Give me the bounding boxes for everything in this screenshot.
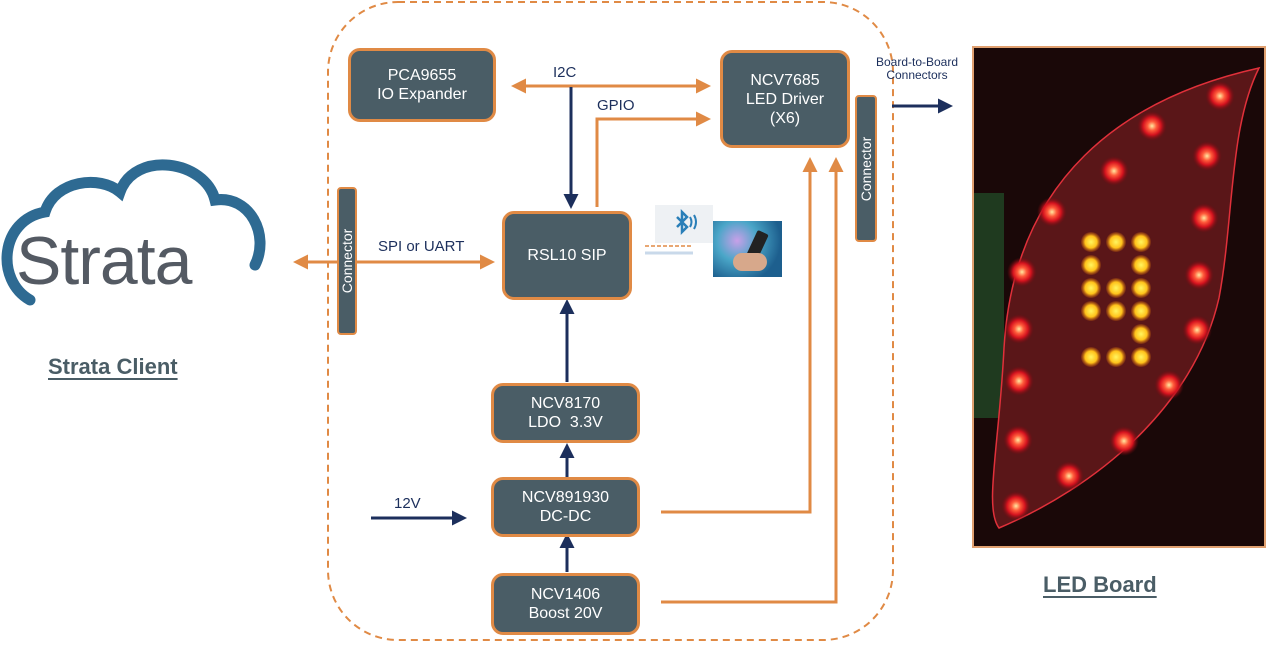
red-led xyxy=(1001,491,1031,521)
rsl10-label: RSL10 SIP xyxy=(527,247,607,264)
red-led xyxy=(1099,156,1129,186)
amber-led xyxy=(1131,232,1151,252)
amber-led xyxy=(1081,232,1101,252)
red-led xyxy=(1109,426,1139,456)
dcdc-block: NCV891930 DC-DC xyxy=(491,477,640,537)
amber-led xyxy=(1106,278,1126,298)
led-board-photo xyxy=(972,46,1266,548)
red-led xyxy=(1137,111,1167,141)
led-driver-part: NCV7685 xyxy=(750,71,820,89)
dcdc-desc: DC-DC xyxy=(539,508,592,525)
bluetooth-icon xyxy=(655,205,713,243)
gpio-label: GPIO xyxy=(597,97,635,114)
board-to-board-label: Board-to-Board Connectors xyxy=(860,56,974,82)
io-expander-desc: IO Expander xyxy=(377,86,467,103)
ldo-desc: LDO 3.3V xyxy=(528,414,603,431)
dcdc-part: NCV891930 xyxy=(521,489,610,506)
amber-led xyxy=(1131,255,1151,275)
boost-block: NCV1406 Boost 20V xyxy=(491,573,640,635)
red-led xyxy=(1004,366,1034,396)
board-to-board-label-line2: Connectors xyxy=(886,68,948,82)
red-led xyxy=(1003,425,1033,455)
left-connector-label: Connector xyxy=(339,228,355,294)
io-expander-block: PCA9655 IO Expander xyxy=(348,48,496,122)
led-board-caption: LED Board xyxy=(1043,572,1157,597)
pcb-edge xyxy=(974,193,1004,418)
ldo-part: NCV8170 xyxy=(530,395,601,412)
boost-to-led-driver-line xyxy=(661,157,844,604)
dcdc-to-led-driver-line xyxy=(661,157,818,514)
red-led xyxy=(1154,370,1184,400)
red-led xyxy=(1205,81,1235,111)
leaf-shaped-pcb xyxy=(991,66,1261,529)
i2c-label: I2C xyxy=(553,64,577,81)
red-led xyxy=(1007,257,1037,287)
amber-led xyxy=(1106,232,1126,252)
boost-part: NCV1406 xyxy=(530,586,601,603)
red-led xyxy=(1004,314,1034,344)
right-connector-label: Connector xyxy=(858,136,874,201)
red-led xyxy=(1189,203,1219,233)
led-board-graphic xyxy=(974,66,1261,529)
hand-icon xyxy=(733,253,767,271)
left-connector: Connector xyxy=(337,187,357,335)
red-led xyxy=(1037,197,1067,227)
io-expander-part: PCA9655 xyxy=(387,67,457,84)
amber-led xyxy=(1081,278,1101,298)
strata-cloud-icon xyxy=(1,159,266,306)
led-driver-desc: LED Driver xyxy=(745,90,825,108)
red-led xyxy=(1184,260,1214,290)
red-led xyxy=(1192,141,1222,171)
amber-led xyxy=(1081,301,1101,321)
board-to-board-label-line1: Board-to-Board xyxy=(875,55,959,69)
smartphone-app-image xyxy=(713,221,782,277)
rsl10-block: RSL10 SIP xyxy=(502,211,632,300)
amber-led xyxy=(1131,278,1151,298)
ldo-block: NCV8170 LDO 3.3V xyxy=(491,383,640,443)
led-driver-block: NCV7685 LED Driver (X6) xyxy=(720,50,850,148)
12v-label: 12V xyxy=(394,495,421,512)
gpio-line xyxy=(595,111,711,207)
boost-desc: Boost 20V xyxy=(528,605,603,622)
red-led xyxy=(1054,461,1084,491)
bluetooth-glyph xyxy=(676,208,697,236)
amber-led xyxy=(1106,301,1126,321)
strata-logo-text: Strata xyxy=(16,223,192,299)
spi-uart-label: SPI or UART xyxy=(378,238,465,255)
amber-led xyxy=(1131,347,1151,367)
led-driver-count: (X6) xyxy=(769,109,801,127)
board-boundary xyxy=(327,1,894,641)
strata-client-caption: Strata Client xyxy=(48,354,178,379)
amber-led xyxy=(1081,347,1101,367)
right-connector: Connector xyxy=(855,95,877,242)
amber-led xyxy=(1131,324,1151,344)
amber-led xyxy=(1081,255,1101,275)
amber-led xyxy=(1106,347,1126,367)
amber-led xyxy=(1131,301,1151,321)
red-led xyxy=(1182,315,1212,345)
